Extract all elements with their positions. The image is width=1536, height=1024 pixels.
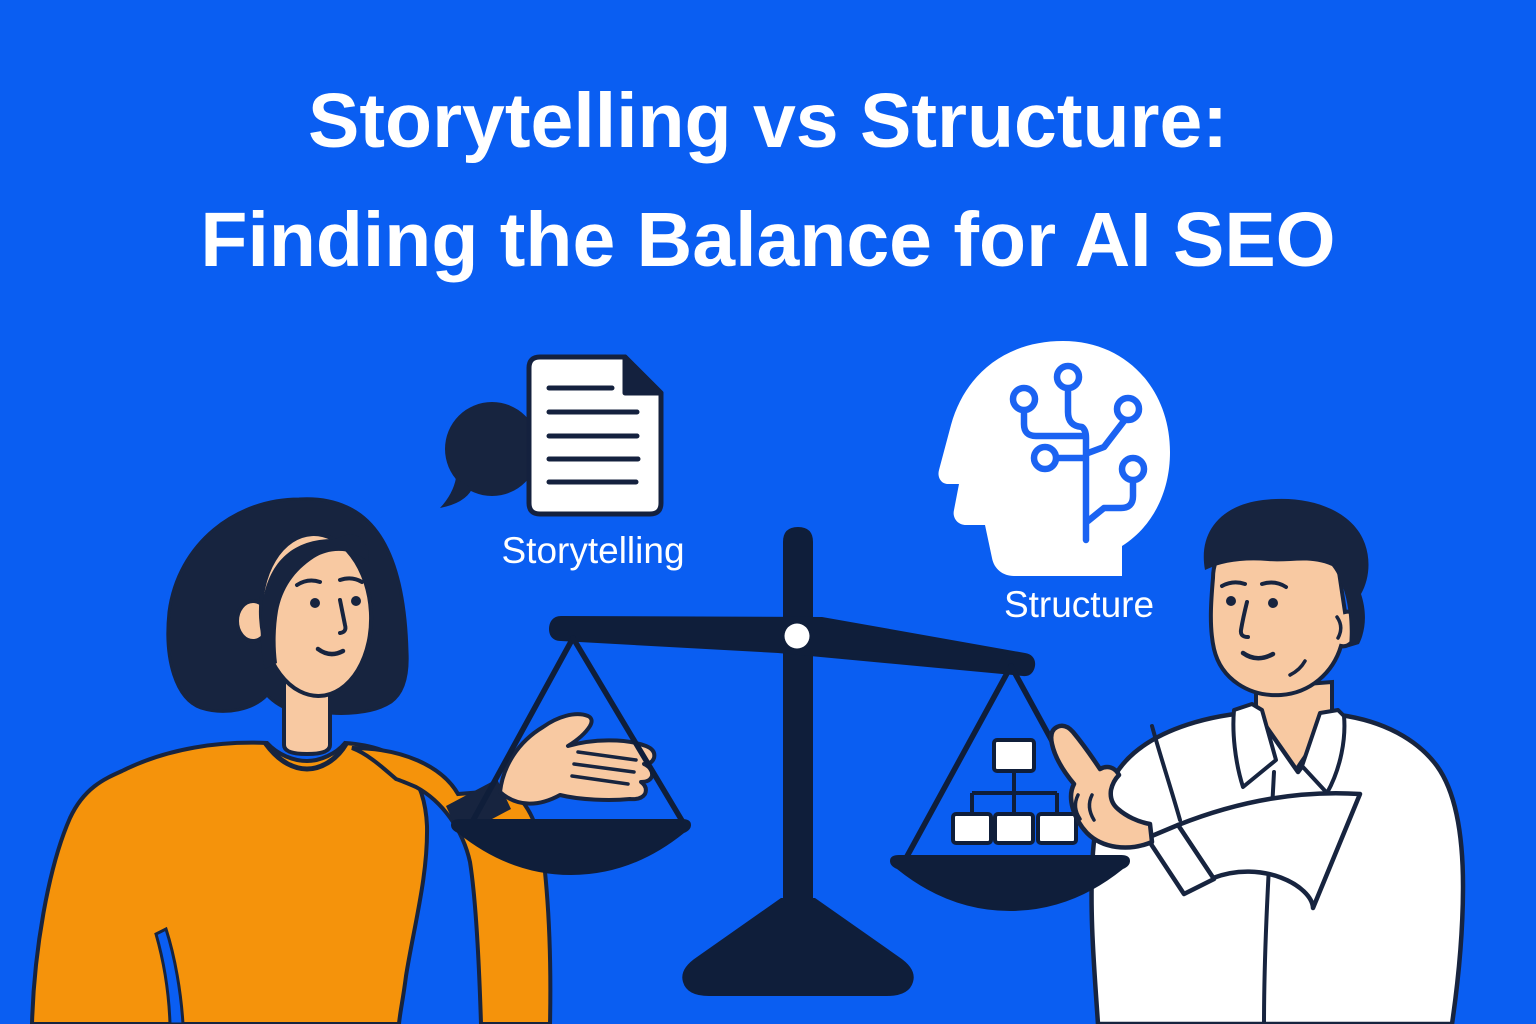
- man-eye-right: [1268, 598, 1278, 608]
- structure-label: Structure: [1003, 584, 1155, 625]
- man-sleeve-cuff: [1144, 822, 1217, 897]
- woman-character: [29, 497, 657, 1024]
- woman-hair-fringe: [260, 534, 369, 669]
- storytelling-icon: [440, 354, 664, 517]
- circuit-tree-icon: [1009, 362, 1148, 544]
- structure-icon: [938, 341, 1170, 576]
- woman-eye-left: [310, 598, 320, 608]
- folded-corner: [622, 354, 664, 396]
- balance-scale-icon: [549, 527, 1036, 996]
- man-hair: [1203, 498, 1369, 647]
- woman-torso: [29, 740, 430, 1024]
- man-pointing-hand: [1048, 723, 1155, 850]
- right-pan-bowl: [890, 855, 1130, 911]
- flowchart-icon: [951, 738, 1078, 845]
- title-line-2: Finding the Balance for AI SEO: [200, 197, 1336, 283]
- left-pan-string: [467, 635, 576, 829]
- man-character: [1048, 498, 1466, 1024]
- man-face-features: [1220, 580, 1343, 677]
- left-pan-bowl: [451, 819, 691, 875]
- page-title: Storytelling vs Structure: Finding the B…: [0, 62, 1536, 300]
- speech-bubble-icon: [440, 402, 539, 508]
- scale-pivot: [784, 623, 810, 649]
- document-icon: [526, 354, 664, 517]
- man-eye-left: [1226, 596, 1236, 606]
- title-line-1: Storytelling vs Structure:: [308, 78, 1228, 164]
- man-collar-left: [1231, 702, 1278, 789]
- scale-post: [783, 527, 813, 930]
- scale-base: [682, 898, 914, 996]
- woman-sweater-neckline: [263, 741, 349, 772]
- scale-left-pan: [451, 635, 691, 875]
- storytelling-label: Storytelling: [501, 530, 685, 571]
- woman-eye-right: [351, 596, 361, 606]
- left-pan-string: [570, 635, 687, 827]
- right-pan-string: [902, 663, 1014, 863]
- woman-hand-finger-lines: [570, 750, 638, 786]
- man-collar-right: [1300, 708, 1347, 795]
- document-text-lines: [546, 385, 641, 485]
- man-hand-knuckle-lines: [1073, 793, 1096, 822]
- woman-arm-gap: [154, 926, 185, 1024]
- woman-face-features: [295, 576, 364, 657]
